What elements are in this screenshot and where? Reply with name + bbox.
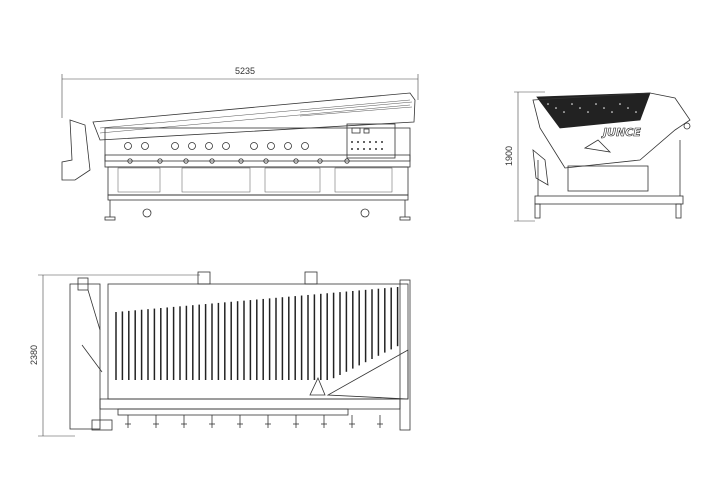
control-panel bbox=[346, 123, 396, 159]
panel-button bbox=[363, 141, 365, 143]
panel-button bbox=[381, 141, 383, 143]
screen-hole bbox=[563, 111, 565, 113]
fan-knob bbox=[141, 142, 149, 150]
bolt bbox=[209, 158, 215, 164]
sieve-body bbox=[92, 92, 416, 141]
caster-wheel bbox=[360, 208, 370, 218]
screen-hole bbox=[555, 107, 557, 109]
screen-hole bbox=[627, 107, 629, 109]
panel-button bbox=[357, 148, 359, 150]
cabinet-door bbox=[264, 167, 321, 193]
cabinet bbox=[107, 166, 409, 196]
side-rail bbox=[399, 279, 411, 431]
bolt bbox=[293, 158, 299, 164]
cabinet-door bbox=[181, 167, 251, 193]
height-dimension-label: 1900 bbox=[504, 146, 514, 166]
bolt bbox=[157, 158, 163, 164]
screen-hole bbox=[547, 103, 549, 105]
bolt bbox=[263, 158, 269, 164]
screen-hole bbox=[635, 111, 637, 113]
screen-hole bbox=[619, 103, 621, 105]
fan-knob bbox=[250, 142, 258, 150]
brand-logo: JUNCE bbox=[601, 126, 641, 139]
panel-button bbox=[369, 141, 371, 143]
screen-hole bbox=[595, 103, 597, 105]
length-dimension-label: 5235 bbox=[235, 66, 255, 76]
panel-button bbox=[351, 148, 353, 150]
panel-button bbox=[363, 148, 365, 150]
screen-hole bbox=[579, 107, 581, 109]
feed-hopper bbox=[61, 119, 91, 181]
fan-knob bbox=[267, 142, 275, 150]
fan-knob bbox=[205, 142, 213, 150]
end-door bbox=[567, 165, 649, 192]
screen-deck bbox=[107, 283, 409, 400]
fan-knob bbox=[284, 142, 292, 150]
fan-knob bbox=[171, 142, 179, 150]
end-view: 1900 JUNCE bbox=[504, 91, 691, 222]
bolt bbox=[344, 158, 350, 164]
side-view: 5235 bbox=[61, 66, 419, 221]
discharge-plate bbox=[326, 349, 409, 400]
bolt bbox=[238, 158, 244, 164]
screen-hole bbox=[611, 111, 613, 113]
caster-wheel bbox=[142, 208, 152, 218]
screen-hole bbox=[587, 111, 589, 113]
screen-hole bbox=[603, 107, 605, 109]
fan-knob bbox=[301, 142, 309, 150]
fan-knob bbox=[222, 142, 230, 150]
screen-drum bbox=[536, 92, 651, 129]
screen-hole bbox=[571, 103, 573, 105]
panel-button bbox=[375, 148, 377, 150]
fan-knob bbox=[188, 142, 196, 150]
bolt bbox=[127, 158, 133, 164]
panel-button bbox=[369, 148, 371, 150]
panel-button bbox=[375, 141, 377, 143]
bolt bbox=[317, 158, 323, 164]
width-dimension-label: 2380 bbox=[29, 345, 39, 365]
end-housing bbox=[532, 92, 691, 169]
bolt bbox=[183, 158, 189, 164]
cabinet-door bbox=[334, 167, 393, 193]
fan-knob bbox=[124, 142, 132, 150]
panel-button bbox=[351, 141, 353, 143]
upper-frame bbox=[104, 127, 411, 162]
cabinet-door bbox=[117, 167, 161, 193]
panel-button bbox=[357, 141, 359, 143]
panel-button bbox=[381, 148, 383, 150]
top-view: 2380 bbox=[29, 271, 411, 437]
feed-end bbox=[69, 283, 101, 430]
